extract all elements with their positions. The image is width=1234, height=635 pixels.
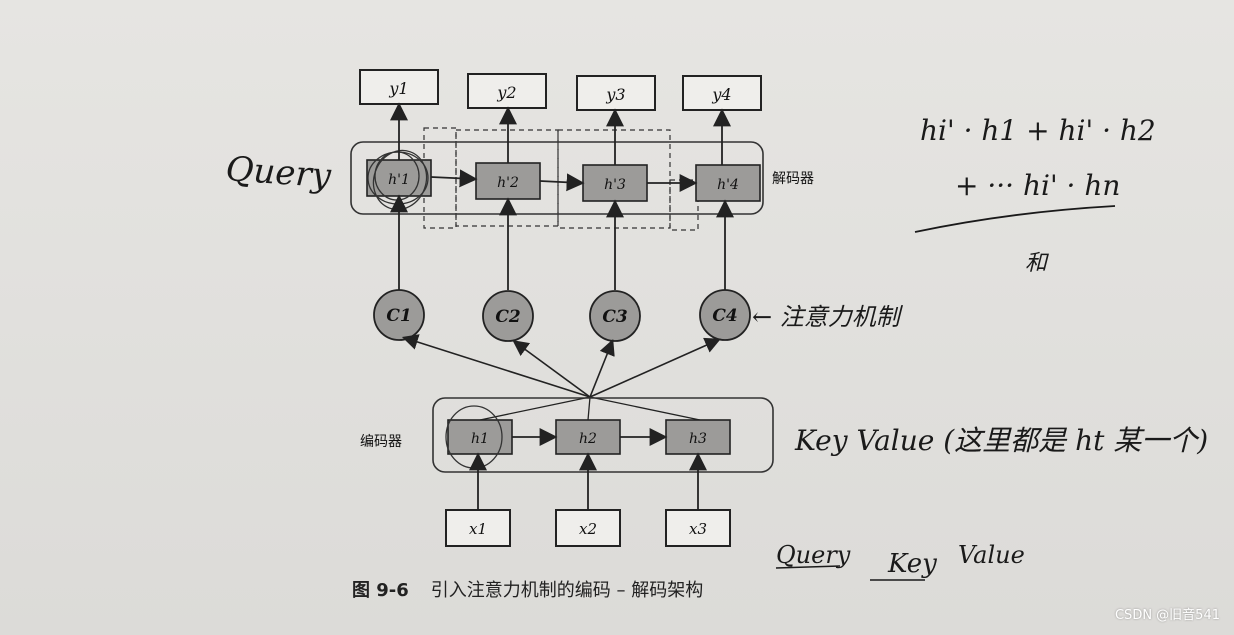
handwritten-sum: 和 xyxy=(1025,251,1049,276)
attention-fan-arrows xyxy=(401,334,721,398)
decoder-container xyxy=(350,141,764,215)
h3-label: h3 xyxy=(689,431,707,447)
h-prime-3-label: h'3 xyxy=(604,177,626,193)
h1-label: h1 xyxy=(471,431,489,447)
input-arrows xyxy=(469,452,707,510)
output-arrows xyxy=(390,102,731,165)
c3-label: C3 xyxy=(602,307,628,327)
figure-caption: 图 9-6 引入注意力机制的编码 – 解码架构 xyxy=(352,576,703,602)
c4-label: C4 xyxy=(712,306,737,326)
handwritten-sum-line xyxy=(914,205,1116,233)
csdn-watermark: CSDN @旧音541 xyxy=(1114,608,1220,623)
x2-label: x2 xyxy=(579,520,597,538)
context-vectors: C1 C2 C3 C4 xyxy=(373,289,751,342)
h-prime-4-label: h'4 xyxy=(717,177,739,193)
encoder-label: 编码器 xyxy=(360,434,402,450)
y3-label: y3 xyxy=(605,85,625,104)
handwritten-formula-line1: hi' · h1 + hi' · h2 xyxy=(920,114,1156,147)
c1-label: C1 xyxy=(386,306,411,326)
y1-label: y1 xyxy=(388,79,408,98)
handwritten-query-bottom: Query xyxy=(776,541,851,569)
figure-caption-text: 引入注意力机制的编码 – 解码架构 xyxy=(430,580,704,601)
h2-label: h2 xyxy=(579,431,597,447)
encoder-states: h1 h2 h3 xyxy=(447,419,731,455)
x1-label: x1 xyxy=(469,520,487,538)
y2-label: y2 xyxy=(496,83,516,102)
figure-number: 图 9-6 xyxy=(352,580,409,601)
decoder-outputs: y1 y2 y3 y4 xyxy=(359,69,762,111)
c2-label: C2 xyxy=(495,307,521,327)
handwritten-key-bottom: Key xyxy=(887,549,937,579)
encoder-container xyxy=(432,397,774,473)
y4-label: y4 xyxy=(711,85,731,104)
h-prime-2-label: h'2 xyxy=(497,175,519,191)
encoder-inputs: x1 x2 x3 xyxy=(445,509,731,547)
handwritten-key-value-note: Key Value (这里都是 ht 某一个) xyxy=(794,424,1208,457)
decoder-label: 解码器 xyxy=(772,171,814,187)
decoder-states: h'1 h'2 h'3 h'4 xyxy=(366,159,761,202)
handwritten-formula-line2: + ··· hi' · hn xyxy=(955,169,1120,202)
decoder-recurrent-arrows xyxy=(430,169,698,192)
handwritten-attention-note: ← 注意力机制 xyxy=(752,303,904,331)
query-underline xyxy=(775,565,841,569)
handwritten-query: Query xyxy=(224,149,333,196)
context-to-decoder-arrows xyxy=(390,194,734,290)
h-prime-1-label: h'1 xyxy=(388,172,410,188)
x3-label: x3 xyxy=(689,520,707,538)
handwritten-value-bottom: Value xyxy=(958,541,1025,569)
attention-fan-lines xyxy=(479,396,701,421)
